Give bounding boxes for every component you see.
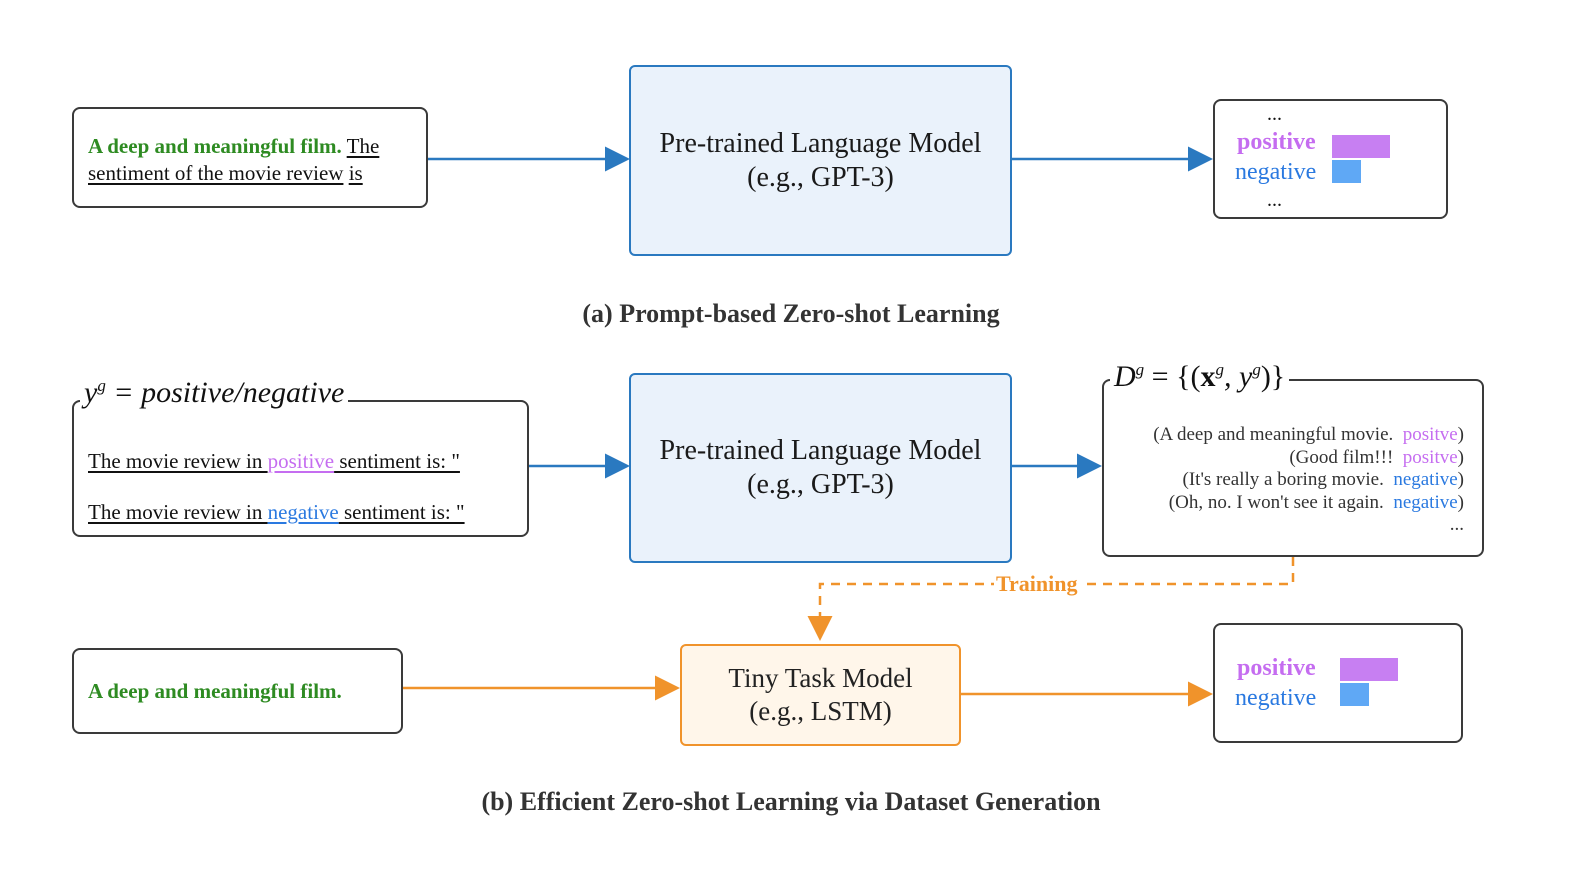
b-prompt-positive-word: positive: [267, 449, 335, 473]
b-dataset-eq: = {(: [1144, 360, 1201, 393]
b-output-negative-bar: [1340, 683, 1369, 706]
b-prompt-negative-word: negative: [267, 500, 339, 524]
b-output-positive-bar: [1340, 658, 1398, 681]
tiny-model-example: (e.g., LSTM): [749, 696, 892, 726]
dataset-row-2-text: (Good film!!!: [1289, 446, 1394, 468]
b-prompt-negative-after: sentiment is: ": [338, 500, 465, 524]
dataset-row-1: (A deep and meaningful movie. positve): [1153, 424, 1464, 445]
b-output-positive-label: positive: [1237, 655, 1316, 681]
b-input-box: A deep and meaningful film.: [72, 648, 403, 734]
tiny-model-name: Tiny Task Model: [728, 663, 913, 693]
b-dataset-list: (A deep and meaningful movie. positve) (…: [1153, 424, 1464, 537]
caption-b: (b) Efficient Zero-shot Learning via Dat…: [481, 787, 1101, 816]
b-dataset-y: , y: [1223, 360, 1253, 393]
a-prompt-word-3: is: [348, 161, 363, 185]
b-model-name: Pre-trained Language Model: [659, 435, 982, 466]
b-label-rest: = positive/negative: [105, 376, 345, 409]
b-dataset-y-sup: g: [1252, 360, 1261, 379]
b-label-header: yg = positive/negative: [80, 376, 349, 410]
dataset-row-2-label: positve: [1402, 446, 1458, 468]
a-model-example: (e.g., GPT-3): [747, 161, 894, 193]
b-dataset-x: x: [1200, 360, 1216, 393]
b-output-box: positive negative: [1213, 623, 1463, 743]
a-output-positive-label: positive: [1237, 129, 1316, 155]
dataset-row-1-text: (A deep and meaningful movie.: [1153, 424, 1394, 445]
a-output-box: ... positive negative ...: [1213, 99, 1448, 219]
b-prompt-negative-before: The movie review in: [88, 500, 268, 524]
dataset-ellipsis: ...: [1449, 514, 1464, 535]
a-input-sentence: A deep and meaningful film.: [88, 134, 342, 158]
dataset-row-4-text: (Oh, no. I won't see it again.: [1168, 491, 1384, 513]
b-prompt-negative: The movie review in negative sentiment i…: [88, 500, 465, 525]
a-output-ellipsis-bottom: ...: [1267, 189, 1282, 211]
dataset-row-4: (Oh, no. I won't see it again. negative): [1168, 491, 1464, 513]
a-output-positive-bar: [1332, 135, 1390, 158]
b-dataset-D: D: [1114, 360, 1136, 393]
b-input-sentence: A deep and meaningful film.: [88, 679, 342, 703]
a-output-ellipsis-top: ...: [1267, 103, 1282, 125]
a-output-negative-label: negative: [1235, 159, 1317, 185]
caption-a: (a) Prompt-based Zero-shot Learning: [582, 299, 1000, 328]
a-input-text: A deep and meaningful film. The sentimen…: [88, 133, 379, 187]
training-label: Training: [994, 571, 1080, 597]
b-prompt-positive: The movie review in positive sentiment i…: [88, 449, 460, 474]
a-input-box: A deep and meaningful film. The sentimen…: [72, 107, 428, 208]
dataset-row-2: (Good film!!! positve): [1289, 446, 1464, 468]
b-model-example: (e.g., GPT-3): [747, 469, 894, 500]
dataset-row-1-label: positve: [1402, 424, 1458, 445]
a-prompt-word-1: The: [346, 134, 380, 158]
a-output-negative-bar: [1332, 160, 1361, 183]
b-label-sup: g: [97, 376, 106, 395]
b-prompt-positive-before: The movie review in: [88, 449, 268, 473]
b-dataset-D-sup: g: [1135, 360, 1145, 379]
b-prompt-box: The movie review in positive sentiment i…: [72, 400, 529, 537]
tiny-task-model-box: Tiny Task Model (e.g., LSTM): [680, 644, 961, 746]
dataset-row-3-label: negative: [1393, 469, 1458, 490]
b-output-negative-label: negative: [1235, 685, 1317, 711]
b-language-model-box: Pre-trained Language Model (e.g., GPT-3): [629, 373, 1012, 563]
b-prompt-positive-after: sentiment is: ": [334, 449, 460, 473]
a-prompt-words-2: sentiment of the movie review: [88, 161, 344, 185]
b-dataset-box: (A deep and meaningful movie. positve) (…: [1102, 379, 1484, 557]
a-language-model-box: Pre-trained Language Model (e.g., GPT-3): [629, 65, 1012, 256]
dataset-row-3-text: (It's really a boring movie.: [1182, 469, 1384, 490]
b-dataset-x-sup: g: [1215, 360, 1224, 379]
b-label-var: y: [84, 376, 98, 409]
b-dataset-close: )}: [1260, 360, 1286, 393]
dataset-row-4-label: negative: [1393, 491, 1458, 513]
b-dataset-header: Dg = {(xg, yg)}: [1110, 360, 1290, 394]
dataset-row-3: (It's really a boring movie. negative): [1182, 469, 1464, 490]
a-model-name: Pre-trained Language Model: [659, 127, 982, 159]
